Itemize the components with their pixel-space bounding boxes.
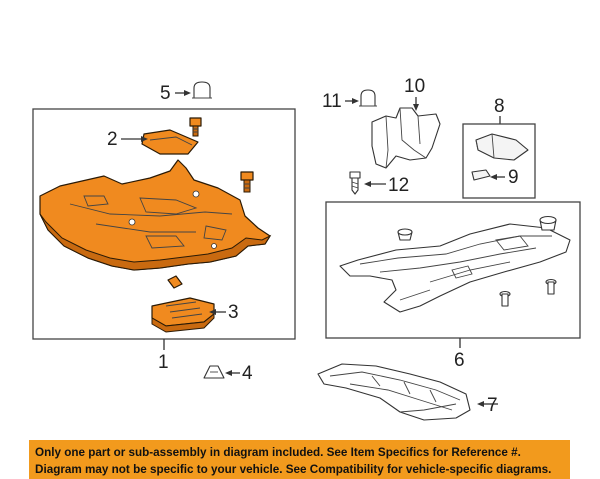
bolt-icon <box>189 117 202 137</box>
callout-10: 10 <box>404 76 425 97</box>
clip-icon <box>539 215 557 231</box>
callout-11: 11 <box>322 91 342 112</box>
callout-7: 7 <box>487 395 498 416</box>
part-7-cover <box>317 363 471 421</box>
callout-9: 9 <box>508 167 519 188</box>
part-3-bracket <box>151 297 215 333</box>
part-6-cover <box>339 223 571 313</box>
part-8-cover <box>475 133 529 161</box>
callout-2: 2 <box>107 129 118 150</box>
callout-1: 1 <box>158 352 169 373</box>
callout-3: 3 <box>228 302 239 323</box>
clip-icon <box>167 275 183 289</box>
grommet-icon <box>192 81 212 99</box>
screw-icon <box>349 171 361 195</box>
push-clip-icon <box>203 365 225 379</box>
engine-under-cover-highlighted <box>39 159 272 271</box>
callout-6: 6 <box>454 350 465 371</box>
callout-5: 5 <box>160 83 171 104</box>
bolt-icon <box>499 290 511 307</box>
callout-4: 4 <box>242 363 253 384</box>
part-10-bracket <box>371 107 441 169</box>
bolt-icon <box>545 278 557 295</box>
notice-banner: Only one part or sub-assembly in diagram… <box>29 440 570 479</box>
callout-12: 12 <box>388 175 409 196</box>
callout-8: 8 <box>494 96 505 117</box>
grommet-icon <box>359 89 377 107</box>
clip-icon <box>397 228 413 241</box>
part-9-clip <box>471 169 491 181</box>
notice-line-1: Only one part or sub-assembly in diagram… <box>35 446 521 459</box>
part-8-frame <box>462 123 536 199</box>
notice-line-2: Diagram may not be specific to your vehi… <box>35 463 552 476</box>
part-2-plate <box>141 129 199 155</box>
bolt-icon <box>240 171 254 193</box>
